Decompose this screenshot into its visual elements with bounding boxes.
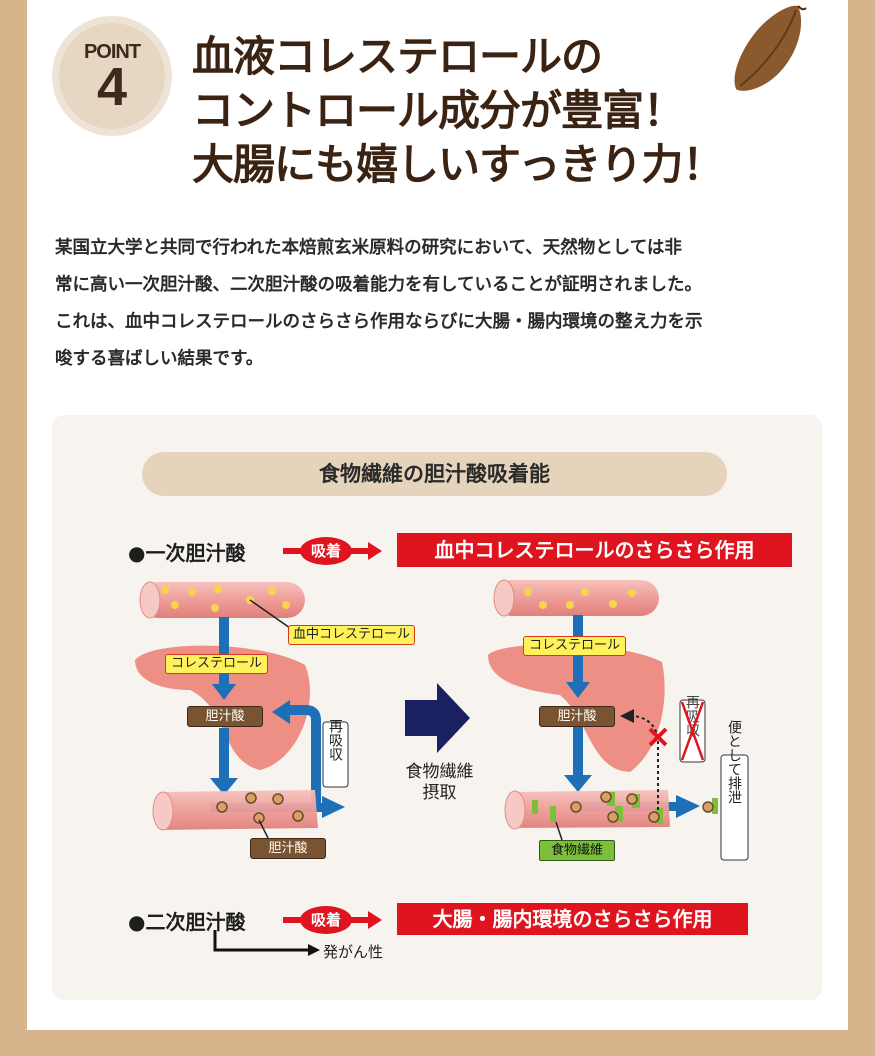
primary-effect-box: 血中コレステロールのさらさら作用 <box>397 533 792 567</box>
cross-out-icon <box>680 701 705 761</box>
primary-bile-acid-label: ●一次胆汁酸 <box>128 541 246 565</box>
intestine-bile-acid-label: 胆汁酸 <box>250 838 326 859</box>
blood-cholesterol-label: 血中コレステロール <box>288 625 416 645</box>
secondary-bile-acid-label: ●二次胆汁酸 <box>128 910 246 934</box>
excretion-label: 便として排泄 <box>726 720 742 804</box>
right-intestine <box>504 790 718 830</box>
right-bile-acid-label: 胆汁酸 <box>539 706 615 727</box>
fiber-intake-label: 食物繊維 摂取 <box>405 762 474 803</box>
blocked-reabsorb-path <box>634 715 659 810</box>
cholesterol-label: コレステロール <box>165 654 269 674</box>
right-cholesterol-label: コレステロール <box>523 636 627 656</box>
badge-number: 4 <box>96 57 128 117</box>
intake-arrow-icon <box>405 683 470 753</box>
point-badge: POINT 4 <box>52 16 172 136</box>
left-intestine <box>152 790 318 831</box>
excretion-box <box>720 754 749 861</box>
badge-label: POINT <box>83 41 141 63</box>
reabsorb-label-box <box>322 721 349 788</box>
page-title: 血液コレステロールの コントロール成分が豊富！ 大腸にも嬉しいすっきり力！ <box>192 32 724 189</box>
left-blood-vessel <box>139 581 305 619</box>
leader-line <box>249 599 291 629</box>
crossed-reabsorb-label: 再吸収 <box>684 695 700 737</box>
carcinogenic-arrow <box>213 930 310 952</box>
adsorb-badge: 吸着 <box>300 537 352 565</box>
secondary-adsorb-badge: 吸着 <box>300 906 352 934</box>
dietary-fiber-label: 食物繊維 <box>539 840 615 861</box>
carcinogenic-label: 発がん性 <box>323 943 384 961</box>
right-blood-vessel <box>493 579 659 617</box>
secondary-effect-box: 大腸・腸内環境のさらさら作用 <box>397 903 748 935</box>
brown-rice-grain-icon <box>734 5 807 91</box>
bile-acid-label: 胆汁酸 <box>187 706 263 727</box>
diagram-title: 食物繊維の胆汁酸吸着能 <box>142 452 727 496</box>
description: 某国立大学と共同で行われた本焙煎玄米原料の研究において、天然物としては非 常に高… <box>55 238 703 369</box>
blocked-x-icon <box>648 727 668 747</box>
reabsorb-label: 再吸収 <box>327 719 343 761</box>
adsorb-arrow-head <box>368 542 382 560</box>
